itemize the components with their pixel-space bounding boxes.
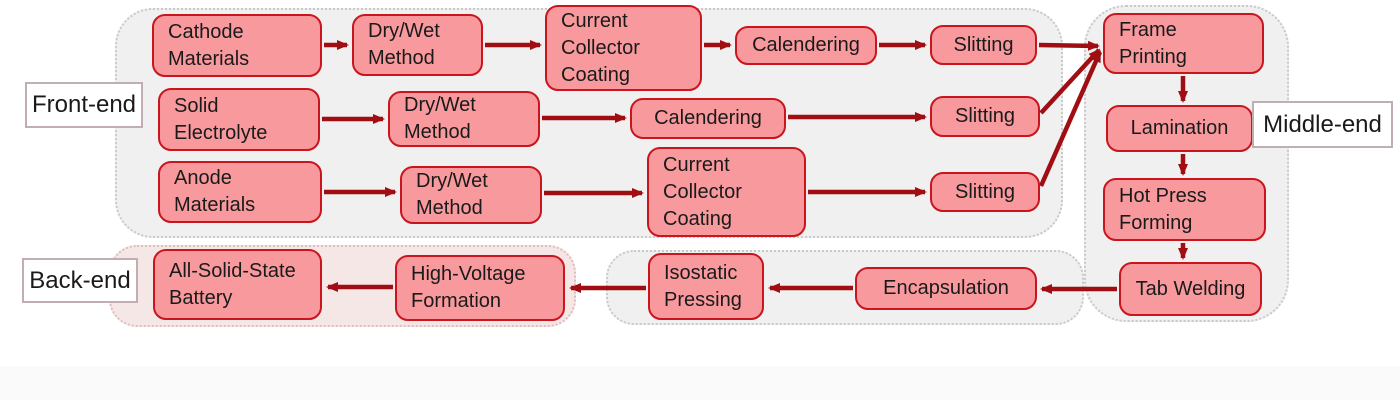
process-box-cathode-materials: Cathode Materials	[152, 14, 322, 77]
flow-arrow	[1038, 40, 1100, 51]
front-end-label-text: Front-end	[31, 91, 137, 118]
process-box-dry-wet-method-1: Dry/Wet Method	[352, 14, 483, 76]
process-box-label: Current Collector Coating	[561, 9, 640, 86]
middle-end-label-text: Middle-end	[1263, 110, 1382, 138]
process-box-label: Dry/Wet Method	[416, 170, 488, 219]
process-box-label: Frame Printing	[1119, 18, 1187, 68]
process-box-label: Solid Electrolyte	[174, 94, 268, 144]
process-box-lamination: Lamination	[1106, 105, 1253, 152]
middle-end-label: Middle-end	[1252, 101, 1393, 148]
process-box-encapsulation: Encapsulation	[855, 267, 1037, 310]
process-box-tab-welding: Tab Welding	[1119, 262, 1262, 316]
process-box-dry-wet-method-3: Dry/Wet Method	[400, 166, 542, 224]
process-box-label: Calendering	[752, 34, 860, 56]
process-box-calendering-1: Calendering	[735, 26, 877, 65]
process-box-label: Slitting	[954, 180, 1016, 203]
flow-arrow	[1038, 50, 1103, 187]
process-box-isostatic-pressing: Isostatic Pressing	[648, 253, 764, 320]
process-box-label: Current Collector Coating	[663, 153, 742, 230]
process-box-solid-electrolyte: Solid Electrolyte	[158, 88, 320, 151]
process-box-frame-printing: Frame Printing	[1103, 13, 1264, 74]
process-box-slitting-3: Slitting	[930, 172, 1040, 212]
process-box-current-collector-coating-1: Current Collector Coating	[545, 5, 702, 91]
process-box-label: Slitting	[954, 105, 1016, 127]
process-box-calendering-2: Calendering	[630, 98, 786, 139]
process-box-label: Calendering	[654, 107, 762, 129]
process-box-label: Tab Welding	[1135, 277, 1246, 300]
process-box-label: Isostatic Pressing	[664, 261, 742, 311]
process-box-label: High-Voltage Formation	[411, 263, 526, 312]
back-end-label-text: Back-end	[29, 266, 131, 294]
bottom-shade-band	[0, 366, 1400, 400]
process-box-hot-press-forming: Hot Press Forming	[1103, 178, 1266, 241]
process-box-slitting-2: Slitting	[930, 96, 1040, 137]
front-end-label: Front-end	[25, 82, 143, 128]
process-box-label: Slitting	[953, 33, 1014, 56]
back-end-label: Back-end	[22, 258, 138, 303]
process-box-label: Encapsulation	[883, 277, 1009, 299]
process-box-label: Dry/Wet Method	[404, 94, 476, 143]
process-box-dry-wet-method-2: Dry/Wet Method	[388, 91, 540, 147]
process-box-label: Hot Press Forming	[1119, 184, 1207, 234]
process-box-label: All-Solid-State Battery	[169, 259, 296, 309]
process-box-high-voltage-formation: High-Voltage Formation	[395, 255, 565, 321]
process-box-current-collector-coating-3: Current Collector Coating	[647, 147, 806, 237]
process-box-slitting-1: Slitting	[930, 25, 1037, 65]
process-box-all-solid-state-battery: All-Solid-State Battery	[153, 249, 322, 320]
flow-arrow	[1039, 48, 1101, 115]
process-box-label: Lamination	[1130, 117, 1229, 139]
process-box-anode-materials: Anode Materials	[158, 161, 322, 223]
process-box-label: Dry/Wet Method	[368, 20, 440, 69]
process-box-label: Cathode Materials	[168, 20, 250, 70]
process-box-label: Anode Materials	[174, 167, 256, 216]
